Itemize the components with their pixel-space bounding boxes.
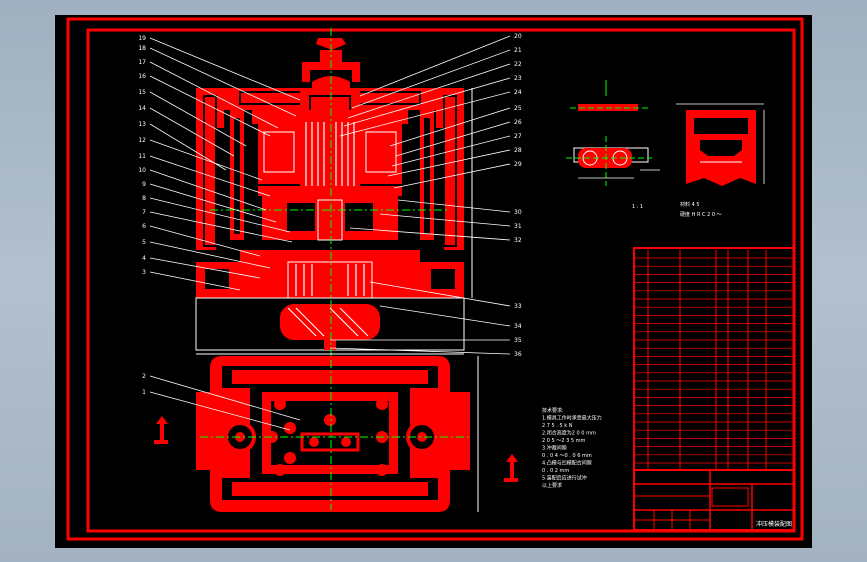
part-number-label: 34 — [514, 323, 522, 330]
tech-requirement-line: 以上要求 — [542, 482, 562, 489]
part-number-label: 22 — [514, 61, 522, 68]
part-number-labels-left: 19 18 17 16 15 14 13 12 11 10 9 8 7 6 5 4 3 — [138, 35, 146, 276]
technical-requirements: 技术要求:1.模具工作时承受最大压力 2 7 5 . 5 k N2.闭合高度为2… — [542, 407, 602, 489]
part-number-label: 11 — [138, 153, 146, 160]
tech-requirement-line: 2 0 5 ～2 3 5 mm — [542, 438, 585, 444]
part-number-label: 35 — [514, 337, 522, 344]
part-number-label: 25 — [514, 105, 522, 112]
part-number-label: 36 — [514, 351, 522, 358]
part-number-label: 12 — [138, 137, 146, 144]
part-number-label: 2 — [142, 373, 146, 380]
tech-requirement-line: 1.模具工作时承受最大压力 — [542, 415, 602, 422]
part-number-label: 16 — [138, 73, 146, 80]
tech-requirement-line: 4.凸模与凹模配合间隙 — [542, 460, 592, 467]
part-number-label: 3 — [142, 269, 146, 276]
part-number-label: 14 — [138, 105, 146, 112]
tech-requirement-line: 2.闭合高度为2 0 0 mm — [542, 430, 596, 437]
part-number-label: 7 — [142, 209, 146, 216]
plan-view-labels: 21 — [142, 373, 146, 396]
main-section-view — [195, 28, 473, 356]
title-block: 冲压模装配图 — [633, 469, 795, 531]
detail-material-note: 材料 4 5 — [680, 201, 700, 208]
part-number-label: 8 — [142, 195, 146, 202]
part-number-label: 27 — [514, 133, 522, 140]
part-number-label: 15 — [138, 89, 146, 96]
parts-list-table — [633, 247, 795, 531]
part-number-label: 1 — [142, 389, 146, 396]
tech-requirement-line: 5.装配后应进行试冲 — [542, 475, 587, 482]
detail-scale-label: 1 : 1 — [632, 204, 643, 210]
detail-view-part — [566, 80, 660, 186]
part-number-label: 26 — [514, 119, 522, 126]
part-number-label: 13 — [138, 121, 146, 128]
tech-requirement-line: 3.冲裁间隙 — [542, 445, 567, 452]
part-number-labels-right: 20 21 22 23 24 25 26 27 28 29 30 31 32 — [514, 33, 522, 244]
part-number-label: 31 — [514, 223, 522, 230]
part-number-label: 10 — [138, 167, 146, 174]
part-number-label: 6 — [142, 223, 146, 230]
outer-frame — [66, 17, 804, 541]
part-number-label: 20 — [514, 33, 522, 40]
part-number-label: 21 — [514, 47, 522, 54]
part-number-label: 33 — [514, 303, 522, 310]
tech-requirement-line: 0 . 0 2 mm — [542, 468, 569, 474]
part-number-label: 24 — [514, 89, 522, 96]
part-number-label: 5 — [142, 239, 146, 246]
tech-requirement-line: 0 . 0 4 ～0 . 0 6 mm — [542, 453, 592, 459]
part-number-label: 28 — [514, 147, 522, 154]
leader-lines-left — [149, 37, 301, 291]
part-number-label: 17 — [138, 59, 146, 66]
parts-list-rows — [634, 257, 794, 464]
part-number-label: 23 — [514, 75, 522, 82]
part-number-labels-lower: 33 34 35 36 — [514, 303, 522, 358]
part-number-label: 32 — [514, 237, 522, 244]
part-number-label: 30 — [514, 209, 522, 216]
part-number-label: 18 — [138, 45, 146, 52]
part-number-label: 29 — [514, 161, 522, 168]
detail-view-section — [676, 103, 765, 186]
leader-lines-right — [329, 35, 511, 355]
part-number-label: 4 — [142, 255, 146, 262]
part-number-label: 19 — [138, 35, 146, 42]
tech-requirement-line: 2 7 5 . 5 k N — [542, 423, 573, 429]
detail-hardness-note: 硬度 H R C 2 0 ～ — [680, 211, 722, 218]
plan-view — [149, 356, 518, 512]
part-number-label: 9 — [142, 181, 146, 188]
tech-requirement-line: 技术要求: — [542, 407, 564, 414]
title-block-name: 冲压模装配图 — [756, 520, 792, 528]
